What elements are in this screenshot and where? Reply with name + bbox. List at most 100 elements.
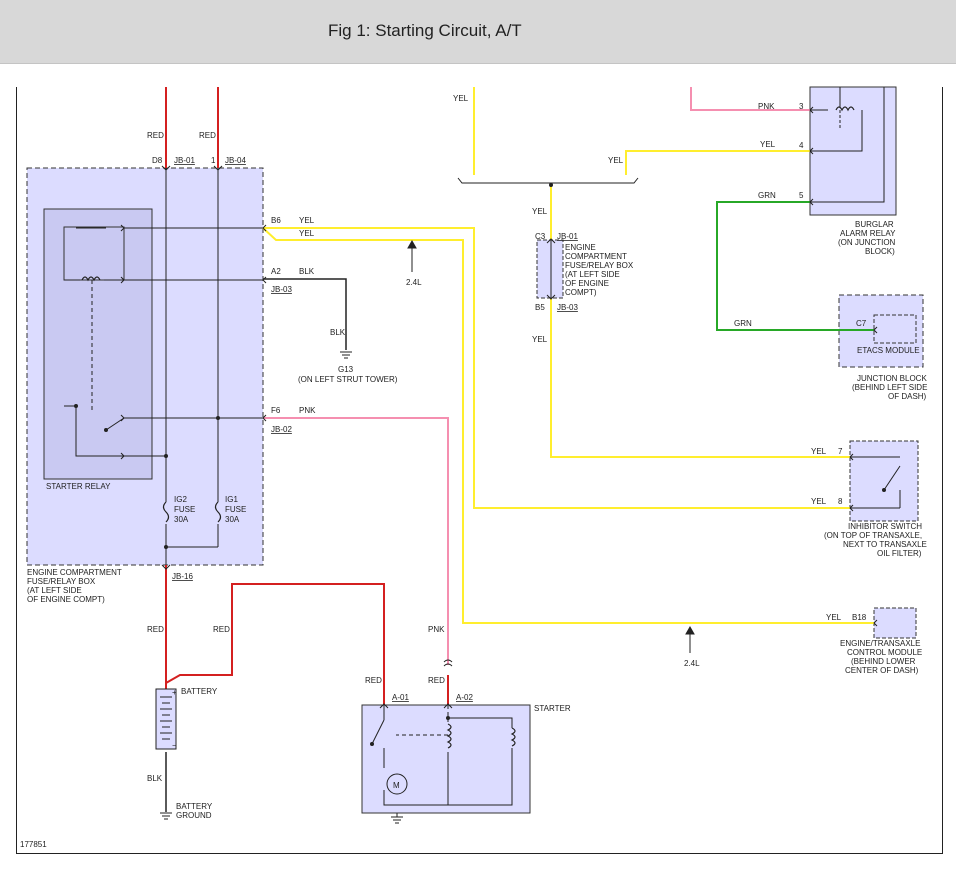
lbl-red-5: RED <box>365 676 382 685</box>
lbl-grn-1: GRN <box>758 191 776 200</box>
burglar-l3: (ON JUNCTION <box>838 238 896 247</box>
pin-jb03b: JB-03 <box>557 303 578 312</box>
wire-yel-top-right <box>625 150 810 175</box>
junction-l2: (BEHIND LEFT SIDE <box>852 383 927 392</box>
pin-a01: A-01 <box>392 693 409 702</box>
starter-relay-label: STARTER RELAY <box>46 482 111 491</box>
lbl-pnk-1: PNK <box>299 406 316 415</box>
ecfrb2-l2: COMPARTMENT <box>565 252 627 261</box>
inhibitor-l1: INHIBITOR SWITCH <box>848 522 922 531</box>
lbl-pnk-3: PNK <box>758 102 775 111</box>
pin-f6: F6 <box>271 406 281 415</box>
wire-pnk-burglar <box>690 87 810 111</box>
g13-l1: G13 <box>338 365 354 374</box>
pin-a02: A-02 <box>456 693 473 702</box>
diagram-frame <box>16 87 943 854</box>
ecfrb2-l3: FUSE/RELAY BOX <box>565 261 634 270</box>
pin-3: 3 <box>799 102 804 111</box>
figure-number: 177851 <box>20 840 47 849</box>
connector-marks <box>120 106 878 709</box>
wire-yel-b5-inhibitor7 <box>550 298 850 458</box>
wire-yel-b6-inhibitor8 <box>263 227 850 509</box>
wires <box>165 87 874 812</box>
lbl-blk-3: BLK <box>147 774 163 783</box>
starter-relay-box <box>43 208 153 480</box>
svg-text:−: − <box>172 741 177 750</box>
g13-l2: (ON LEFT STRUT TOWER) <box>298 375 398 384</box>
lbl-red-3: RED <box>147 625 164 634</box>
ecfrb2-l5: OF ENGINE <box>565 279 609 288</box>
burglar-l1: BURGLAR <box>855 220 894 229</box>
lbl-red-4: RED <box>213 625 230 634</box>
pin-7: 7 <box>838 447 843 456</box>
wire-pnk-f6 <box>263 417 449 665</box>
lbl-yel-10: YEL <box>826 613 842 622</box>
ig2-l1: IG2 <box>174 495 187 504</box>
junction-l1: JUNCTION BLOCK <box>857 374 927 383</box>
lbl-yel-9: YEL <box>811 497 827 506</box>
lbl-blk-1: BLK <box>299 267 315 276</box>
lbl-pnk-2: PNK <box>428 625 445 634</box>
pin-jb04: JB-04 <box>225 156 246 165</box>
svg-text:+: + <box>172 688 177 697</box>
pin-c7: C7 <box>856 319 867 328</box>
etacs-label: ETACS MODULE <box>857 346 920 355</box>
ig1-fuse-symbol <box>214 501 222 523</box>
coils <box>81 106 855 749</box>
yel-splice <box>457 177 639 184</box>
etacs-module-box <box>873 314 917 344</box>
arrows <box>407 239 695 653</box>
labels: RED RED RED RED RED RED YEL YEL YEL YEL … <box>20 94 927 849</box>
battery-symbol: + − <box>155 688 177 750</box>
lbl-red-2: RED <box>199 131 216 140</box>
lbl-blk-2: BLK <box>330 328 346 337</box>
battery-ground-l1: BATTERY <box>176 802 213 811</box>
ecfrb-l2: FUSE/RELAY BOX <box>27 577 96 586</box>
burglar-l4: BLOCK) <box>865 247 895 256</box>
lbl-yel-7: YEL <box>532 335 548 344</box>
pin-b6: B6 <box>271 216 281 225</box>
wire-grn <box>716 201 874 331</box>
starter-box <box>361 704 531 814</box>
wire-blk-a2 <box>263 278 347 350</box>
ig2-l3: 30A <box>174 515 189 524</box>
pin-jb02: JB-02 <box>271 425 292 434</box>
title-bar: Fig 1: Starting Circuit, A/T <box>0 0 956 64</box>
lbl-yel-1: YEL <box>299 216 315 225</box>
pin-8: 8 <box>838 497 843 506</box>
inhibitor-l2: (ON TOP OF TRANSAXLE, <box>824 531 922 540</box>
lbl-red-6: RED <box>428 676 445 685</box>
pin-a2: A2 <box>271 267 281 276</box>
starter-label: STARTER <box>534 704 571 713</box>
battery-label: BATTERY <box>181 687 218 696</box>
ig1-l3: 30A <box>225 515 240 524</box>
pin-jb01: JB-01 <box>174 156 195 165</box>
pin-jb01b: JB-01 <box>557 232 578 241</box>
pin-c3: C3 <box>535 232 546 241</box>
burglar-l2: ALARM RELAY <box>840 229 896 238</box>
ecfrb2-l4: (AT LEFT SIDE <box>565 270 620 279</box>
lbl-yel-2: YEL <box>299 229 315 238</box>
starter-motor-icon <box>386 773 408 795</box>
inhibitor-switch-box <box>849 440 919 522</box>
lbl-red-1: RED <box>147 131 164 140</box>
ecfrb-l4: OF ENGINE COMPT) <box>27 595 105 604</box>
pin-d8: D8 <box>152 156 163 165</box>
ecfrb-l1: ENGINE COMPARTMENT <box>27 568 122 577</box>
motor-label: M <box>393 781 400 790</box>
ecm-box <box>873 607 917 639</box>
inhibitor-l4: OIL FILTER) <box>877 549 922 558</box>
inhibitor-l3: NEXT TO TRANSAXLE <box>843 540 927 549</box>
ig1-l2: FUSE <box>225 505 246 514</box>
wire-red-starter <box>165 583 385 705</box>
lbl-yel-4: YEL <box>608 156 624 165</box>
note-2-4l-right: 2.4L <box>684 659 700 668</box>
pin-1: 1 <box>211 156 216 165</box>
page-title: Fig 1: Starting Circuit, A/T <box>328 21 522 40</box>
small-fuse-box <box>536 239 564 299</box>
ecfrb2-l6: COMPT) <box>565 288 597 297</box>
ecfrb2-l1: ENGINE <box>565 243 596 252</box>
pin-4: 4 <box>799 141 804 150</box>
pin-5: 5 <box>799 191 804 200</box>
